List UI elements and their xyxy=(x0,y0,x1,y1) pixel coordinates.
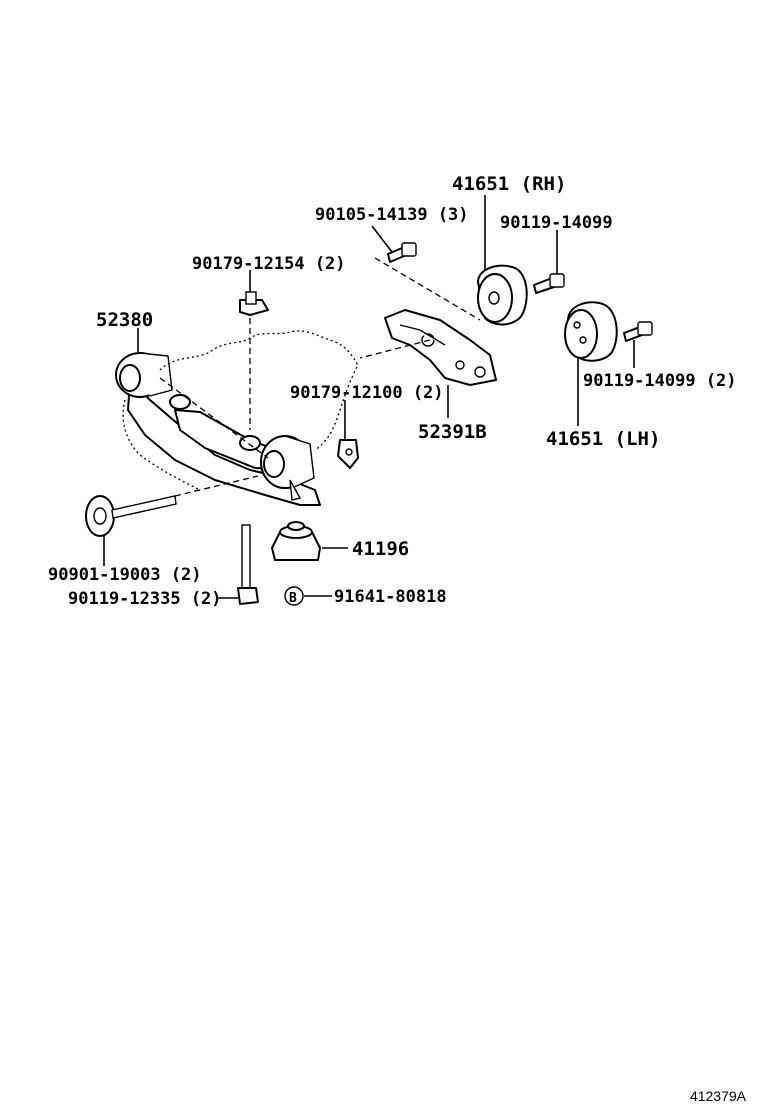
label-90901-19003: 90901-19003 (2) xyxy=(48,565,202,585)
label-91641-80818: 91641-80818 xyxy=(334,587,447,607)
label-90119-14099-top: 90119-14099 xyxy=(500,213,613,233)
label-52391b: 52391B xyxy=(418,421,487,443)
bolt-90105 xyxy=(387,242,417,263)
bolt-90119-right xyxy=(623,321,653,342)
label-90179-12100: 90179-12100 (2) xyxy=(290,383,444,403)
label-90119-14099-right: 90119-14099 (2) xyxy=(583,371,737,391)
label-41196: 41196 xyxy=(352,538,409,560)
bolt-90119-12335 xyxy=(237,524,259,605)
b-marker-circle xyxy=(284,586,304,606)
nut-90179-12154 xyxy=(239,291,269,316)
stopper-41196 xyxy=(271,521,321,561)
label-90119-12335: 90119-12335 (2) xyxy=(68,589,222,609)
label-41651-rh: 41651 (RH) xyxy=(452,173,566,195)
diagram-reference-code: 412379A xyxy=(689,1088,746,1104)
label-52380: 52380 xyxy=(96,309,153,331)
nut-90179-12100 xyxy=(337,439,359,469)
label-41651-lh: 41651 (LH) xyxy=(546,428,660,450)
engine-outline xyxy=(122,330,359,491)
crossmember-52380 xyxy=(115,352,321,506)
bracket-52391b xyxy=(384,309,497,386)
b-marker: B xyxy=(289,591,297,606)
insulator-41651-lh xyxy=(564,301,618,362)
label-90105-14139: 90105-14139 (3) xyxy=(315,205,469,225)
insulator-41651-rh xyxy=(477,264,528,326)
bolt-90119-top xyxy=(533,273,565,294)
label-90179-12154: 90179-12154 (2) xyxy=(192,254,346,274)
bolt-90901 xyxy=(85,495,177,537)
